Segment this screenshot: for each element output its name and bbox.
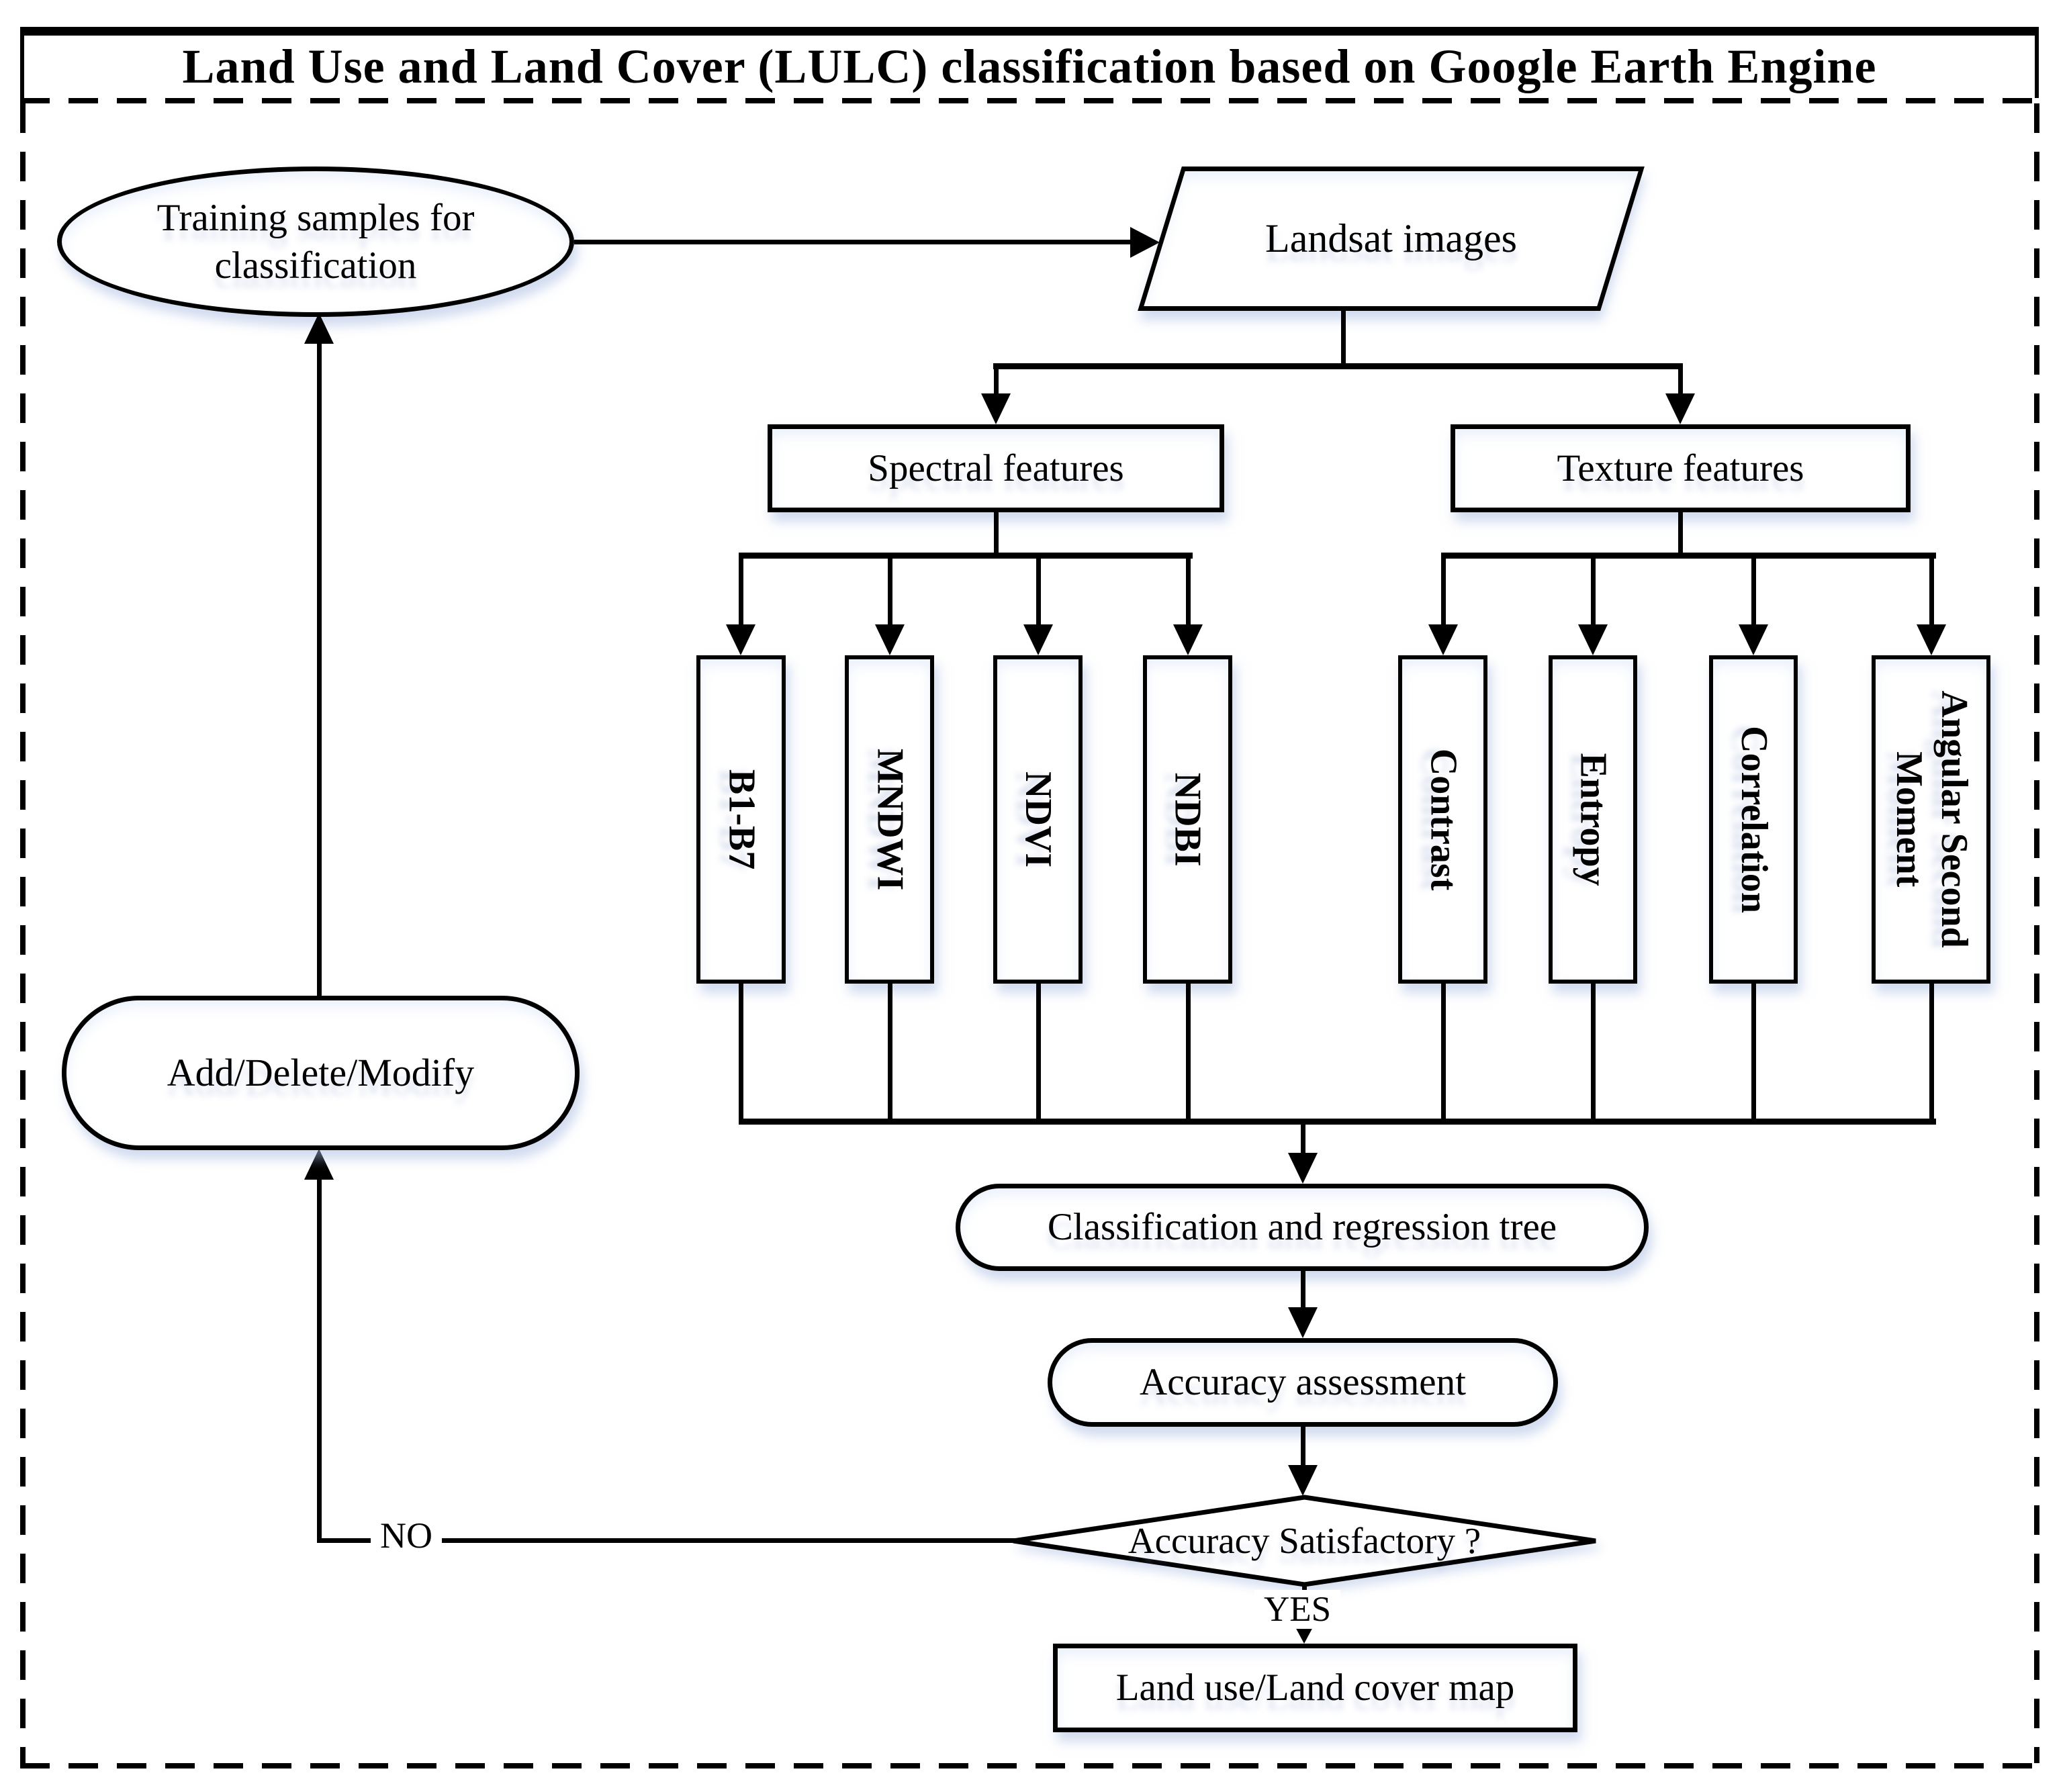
node-accuracy-assessment-label: Accuracy assessment: [1140, 1361, 1466, 1404]
node-ndvi-label: NDVI: [1017, 771, 1060, 868]
node-lulc-map-label: Land use/Land cover map: [1115, 1666, 1515, 1709]
node-correlation-label: Correlation: [1733, 726, 1775, 913]
connector-bus-to-cart: [1301, 1121, 1305, 1156]
connector-branch-contrast: [1441, 555, 1446, 628]
node-lulc-map: Land use/Land cover map: [1053, 1644, 1577, 1732]
connector-texture-split-bar: [1441, 553, 1936, 559]
node-texture-features: Texture features: [1451, 424, 1911, 512]
connector-mndwi-out: [888, 984, 892, 1124]
title-bar: Land Use and Land Cover (LULC) classific…: [20, 27, 2039, 98]
connector-branch-asm: [1929, 555, 1934, 628]
connector-landsat-drop: [1341, 310, 1346, 367]
arrowhead-into-accuracy: [1288, 1307, 1318, 1338]
arrowhead-into-spectral: [981, 393, 1011, 424]
connector-ndbi-out: [1186, 984, 1191, 1124]
node-landsat: Landsat images: [1160, 167, 1622, 311]
connector-entropy-out: [1591, 984, 1596, 1124]
node-contrast: Contrast: [1398, 655, 1487, 984]
node-b1b7-label: B1-B7: [721, 769, 763, 870]
node-mndwi-label: MNDWI: [869, 748, 911, 891]
connector-training-to-landsat: [574, 240, 1135, 244]
node-cart-label: Classification and regression tree: [1047, 1206, 1557, 1249]
edge-label-yes: YES: [1254, 1590, 1341, 1630]
connector-texture-drop: [1678, 512, 1683, 558]
arrowhead-into-mndwi: [875, 624, 905, 655]
connector-branch-ndbi: [1186, 555, 1191, 628]
node-spectral-features: Spectral features: [768, 424, 1224, 512]
arrowhead-into-b1b7: [726, 624, 755, 655]
node-ndbi-label: NDBI: [1167, 772, 1209, 867]
node-ndvi: NDVI: [993, 655, 1083, 984]
node-decision: Accuracy Satisfactory ?: [1011, 1495, 1598, 1587]
connector-merge-bus: [739, 1119, 1936, 1125]
arrowhead-into-correlation: [1739, 624, 1768, 655]
connector-feature-split-bar: [993, 363, 1683, 369]
connector-cart-to-accuracy: [1301, 1271, 1305, 1310]
connector-asm-out: [1929, 984, 1934, 1124]
node-b1b7: B1-B7: [696, 655, 786, 984]
connector-to-texture: [1678, 363, 1683, 395]
connector-branch-mndwi: [888, 555, 892, 628]
arrowhead-into-cart: [1288, 1153, 1318, 1184]
connector-ndvi-out: [1036, 984, 1041, 1124]
connector-branch-b1b7: [739, 555, 743, 628]
edge-label-no: NO: [371, 1515, 442, 1556]
node-spectral-features-label: Spectral features: [868, 446, 1124, 489]
node-training-samples-label: Training samples for classification: [156, 196, 475, 287]
arrowhead-into-add-delete-modify: [304, 1149, 334, 1180]
arrowhead-into-ndbi: [1173, 624, 1203, 655]
connector-correlation-out: [1751, 984, 1756, 1124]
arrowhead-into-training-samples: [304, 313, 334, 344]
connector-no-horizontal: [321, 1538, 1015, 1543]
node-add-delete-modify: Add/Delete/Modify: [62, 996, 580, 1150]
connector-b1b7-out: [739, 984, 743, 1124]
connector-branch-correlation: [1751, 555, 1756, 628]
connector-contrast-out: [1441, 984, 1446, 1124]
connector-spectral-split-bar: [739, 553, 1193, 559]
arrowhead-into-asm: [1917, 624, 1946, 655]
node-texture-features-label: Texture features: [1557, 446, 1804, 489]
arrowhead-into-contrast: [1428, 624, 1458, 655]
connector-spectral-drop: [994, 512, 999, 558]
node-landsat-label: Landsat images: [1265, 216, 1517, 261]
arrowhead-into-decision: [1288, 1465, 1318, 1496]
connector-accuracy-to-decision: [1301, 1427, 1305, 1468]
connector-branch-entropy: [1591, 555, 1596, 628]
node-add-delete-modify-label: Add/Delete/Modify: [167, 1050, 475, 1094]
connector-no-vertical: [317, 1179, 322, 1543]
node-entropy: Entropy: [1549, 655, 1637, 984]
node-training-samples: Training samples for classification: [57, 167, 574, 317]
arrowhead-into-texture: [1665, 393, 1695, 424]
node-correlation: Correlation: [1709, 655, 1798, 984]
node-contrast-label: Contrast: [1422, 748, 1465, 891]
node-ndbi: NDBI: [1143, 655, 1232, 984]
node-entropy-label: Entropy: [1572, 753, 1614, 886]
connector-modify-to-training: [317, 344, 322, 996]
connector-to-spectral: [994, 363, 999, 395]
node-mndwi: MNDWI: [845, 655, 934, 984]
node-angular-second-moment: Angular Second Moment: [1872, 655, 1990, 984]
node-accuracy-assessment: Accuracy assessment: [1048, 1338, 1558, 1427]
node-decision-label: Accuracy Satisfactory ?: [1128, 1519, 1481, 1561]
border-left-dashed: [20, 103, 26, 1763]
page-title: Land Use and Land Cover (LULC) classific…: [182, 40, 1877, 93]
border-bottom-dashed: [20, 1763, 2039, 1769]
border-separator-dashed: [20, 98, 2039, 103]
connector-branch-ndvi: [1036, 555, 1041, 628]
border-right-dashed: [2034, 103, 2039, 1763]
node-angular-second-moment-label: Angular Second Moment: [1888, 690, 1975, 949]
arrowhead-into-entropy: [1578, 624, 1608, 655]
arrowhead-into-ndvi: [1023, 624, 1053, 655]
node-cart: Classification and regression tree: [956, 1184, 1649, 1271]
